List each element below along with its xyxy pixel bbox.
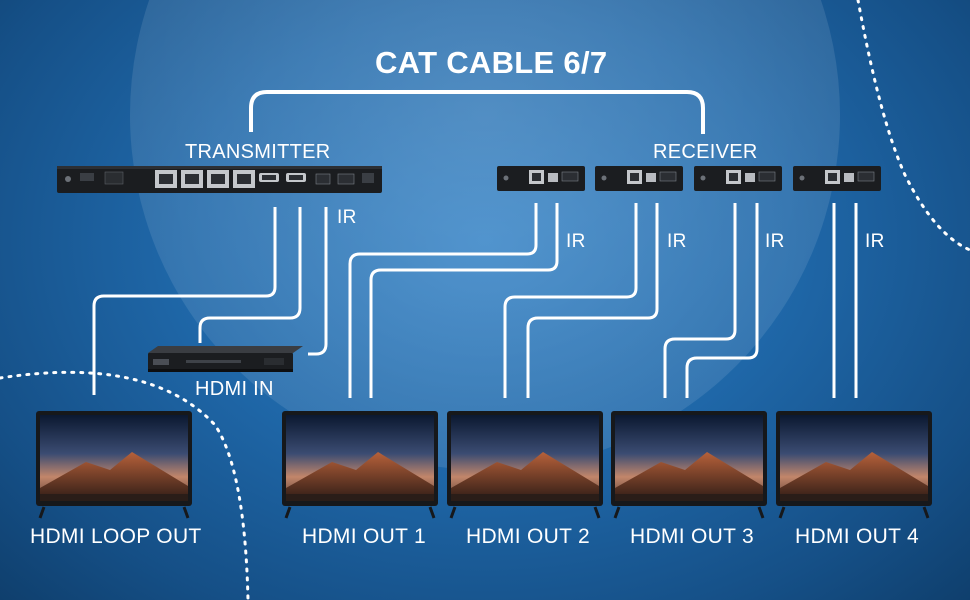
tv-out-3 [611, 411, 767, 519]
receiver-device-1 [497, 166, 585, 191]
out2-line-b [526, 203, 659, 398]
out1-line-b [369, 203, 559, 398]
hdmi-in-label: HDMI IN [195, 378, 274, 400]
ir-label-receiver-4: IR [865, 231, 885, 252]
source-player-device [148, 346, 303, 372]
ir-label-receiver-3: IR [765, 231, 785, 252]
receiver-device-3 [694, 166, 782, 191]
hdmi-loop-out-label: HDMI LOOP OUT [30, 525, 202, 548]
out3-line-a [663, 203, 737, 398]
loop-out-line [92, 207, 277, 395]
tv-out-4 [776, 411, 932, 519]
cat-cable-title: CAT CABLE 6/7 [375, 45, 608, 80]
background-halo [130, 0, 840, 470]
hdmi-out-4-label: HDMI OUT 4 [795, 525, 919, 548]
dotted-arc-left [0, 370, 250, 600]
receiver-device-4 [793, 166, 881, 191]
receiver-label: RECEIVER [653, 141, 758, 163]
hdmi-out-3-label: HDMI OUT 3 [630, 525, 754, 548]
tv-out-2 [447, 411, 603, 519]
hdmi-out-1-label: HDMI OUT 1 [302, 525, 426, 548]
out1-line-a [348, 203, 538, 398]
out2-line-a [503, 203, 638, 398]
cat-cable-line [249, 90, 705, 134]
receiver-device-2 [595, 166, 683, 191]
transmitter-device [57, 166, 382, 193]
dotted-arc-right [856, 0, 970, 252]
tv-loop-out [36, 411, 192, 519]
ir-label-receiver-1: IR [566, 231, 586, 252]
ir-in-line [308, 207, 328, 356]
hdmi-out-2-label: HDMI OUT 2 [466, 525, 590, 548]
out3-line-b [685, 203, 759, 398]
ir-label-receiver-2: IR [667, 231, 687, 252]
hdmi-in-line [198, 207, 302, 343]
transmitter-label: TRANSMITTER [185, 141, 331, 163]
ir-label-transmitter: IR [337, 207, 357, 228]
tv-out-1 [282, 411, 438, 519]
